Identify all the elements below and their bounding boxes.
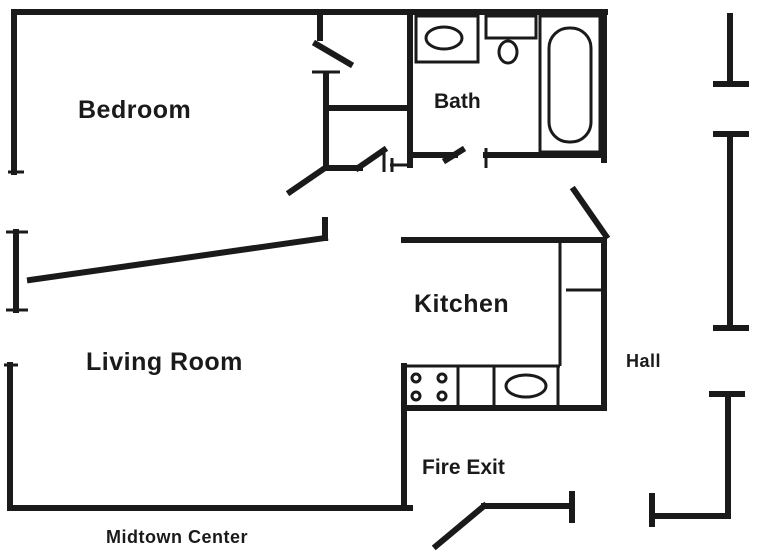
hall-label: Hall <box>626 351 662 371</box>
toilet-tank <box>484 14 538 40</box>
bath-sink-basin <box>424 25 464 51</box>
living-room-label: Living Room <box>86 348 243 376</box>
kitchen-sink-icon <box>504 373 548 399</box>
bath-label: Bath <box>434 90 481 113</box>
walls <box>4 9 749 551</box>
bath-sink-counter <box>414 14 480 64</box>
kitchen-label: Kitchen <box>414 290 510 318</box>
bathtub-basin <box>547 26 593 144</box>
kitchen-fixtures <box>410 372 548 402</box>
fire-exit-label: Fire Exit <box>422 456 505 479</box>
stove-icon <box>410 372 448 402</box>
bath-fixtures <box>414 14 602 154</box>
bedroom-label: Bedroom <box>78 96 192 124</box>
toilet-bowl <box>497 39 519 65</box>
caption-label: Midtown Center <box>106 527 248 547</box>
bathtub <box>538 14 602 154</box>
